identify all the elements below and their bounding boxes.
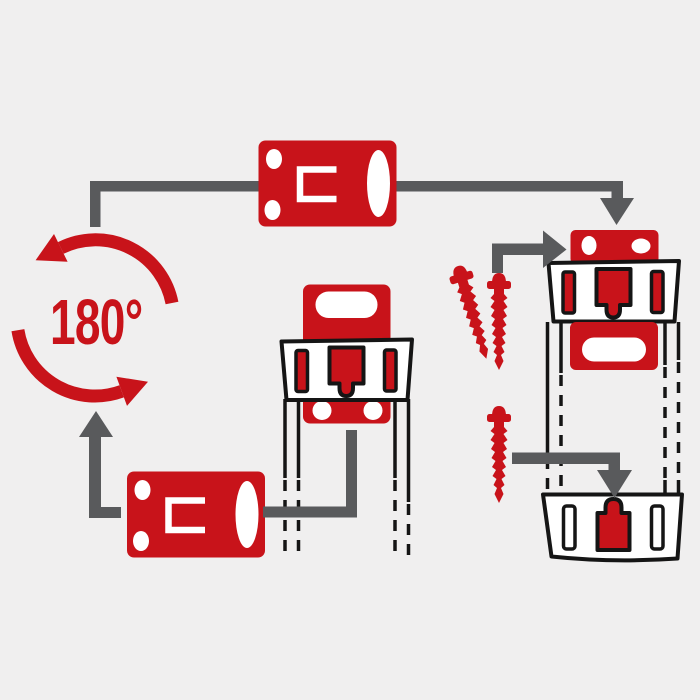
screws: [446, 262, 511, 503]
rail-lines-center: [283, 399, 411, 557]
rotation-arc-bottom: [11, 329, 124, 403]
flow-arrows: [79, 181, 634, 518]
screw-vertical-icon: [487, 273, 511, 370]
connector-bottom-center: [263, 430, 357, 518]
connector-top-right: [396, 181, 623, 198]
plate-hole: [363, 401, 383, 420]
hanger-hole-center: [315, 291, 378, 318]
arrow-right-icon: [543, 230, 567, 268]
rotation-arc-top: [57, 233, 179, 305]
mounting-plate-top-icon: [259, 141, 397, 227]
rotation-arrowhead-right: [116, 376, 148, 406]
rotate-180-icon: 180°: [11, 233, 179, 406]
plate-hole: [581, 236, 597, 255]
plate-hole: [312, 401, 332, 420]
wall-mount-center: [279, 284, 414, 557]
connector-bottom-left: [89, 437, 121, 518]
rotation-angle-label: 180°: [50, 287, 142, 358]
rotation-arrowhead-left: [35, 234, 68, 262]
connector-lower-right: [512, 452, 620, 470]
screw-tilted-icon: [446, 262, 498, 363]
mounting-plate-bottom-left-icon: [127, 472, 265, 558]
mount-bracket-right-icon: [546, 259, 681, 324]
connector-top-left: [90, 181, 259, 227]
arrow-up-icon: [79, 411, 113, 437]
arrow-down-icon: [600, 198, 634, 225]
screw-single-icon: [487, 406, 511, 503]
mount-bracket-bottom-right-icon: [541, 492, 684, 563]
arrow-down-lower-icon: [597, 470, 632, 498]
mount-bracket-center-icon: [279, 337, 414, 402]
plate-hole: [631, 238, 651, 254]
connector-screws: [492, 243, 543, 273]
hanger-hole-right: [582, 337, 646, 362]
wall-mount-right: [541, 230, 684, 563]
